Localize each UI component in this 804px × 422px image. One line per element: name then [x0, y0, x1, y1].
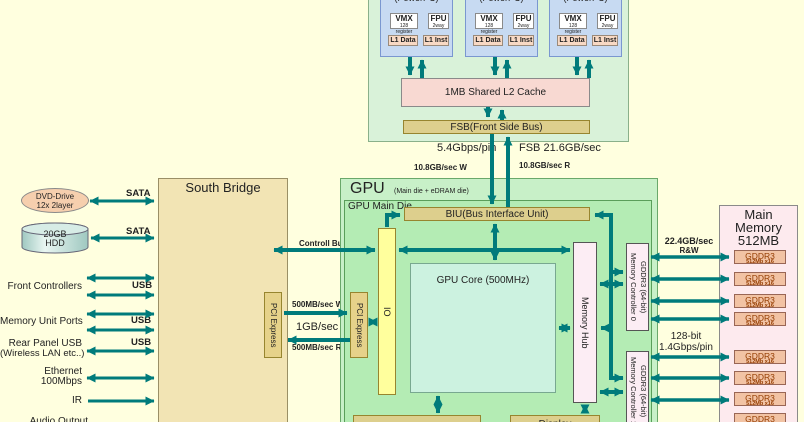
mc0-label-1: Memory Controller 0 [629, 253, 638, 321]
vmx-label: VMX [564, 14, 582, 23]
sata-label-dvd: SATA [126, 188, 151, 199]
memory-width-label: 128-bit [670, 331, 702, 342]
vmx-label: VMX [395, 14, 413, 23]
vmx-sub-label: 128 register [395, 23, 413, 35]
l1-data-cache: L1 Data [557, 35, 587, 46]
main-memory-title-1: Main [744, 207, 773, 222]
sata-label-hdd: SATA [126, 226, 151, 237]
mc0-label-2: GDDR3 (64-bit) [639, 260, 648, 314]
memory-pin-label: 1.4Gbps/pin [659, 342, 713, 353]
fsb-write-label: 10.8GB/sec W [414, 163, 467, 172]
mc1-label-2: GDDR3 (64-bit) [639, 364, 648, 418]
rear-panel-usb-label: Rear Panel USB [8, 338, 82, 349]
vmx-sub-label: 128 register [564, 23, 582, 35]
core-powerpc-label: (PowerPC) [465, 0, 538, 3]
control-bus-label: Controll Bus [299, 239, 347, 248]
main-memory-title-3: 512MB [737, 233, 780, 248]
usb-label-rear: USB [131, 337, 152, 348]
pci-read-label: 500MB/sec R [292, 343, 342, 352]
fpu-unit: FPU 2way [513, 13, 534, 29]
vmx-unit: VMX 128 register [559, 13, 587, 35]
gpu-subtitle: (Main die + eDRAM die) [394, 188, 469, 195]
l1-inst-cache: L1 Inst [423, 35, 449, 46]
gpu-main-die-label: GPU Main Die [348, 201, 412, 212]
vmx-label: VMX [480, 14, 498, 23]
l1-data-cache: L1 Data [473, 35, 503, 46]
main-memory-title-2: Memory [735, 220, 782, 235]
fpu-unit: FPU 2way [597, 13, 618, 29]
biu-box: BIU(Bus Interface Unit) [404, 207, 590, 221]
fpu-unit: FPU 2way [428, 13, 449, 29]
fsb-total-label: FSB 21.6GB/sec [519, 142, 601, 154]
ir-label: IR [72, 395, 82, 406]
mc1-label-1: Memory Controller 1 [629, 357, 638, 422]
display-box: Display [510, 415, 600, 422]
gpu-core-box: GPU Core (500MHz) [410, 263, 556, 393]
l2-cache-box: 1MB Shared L2 Cache [401, 78, 590, 107]
rear-panel-usb-sub-label: (Wireless LAN etc..) [0, 348, 85, 359]
audio-output-label: Audio Output [29, 416, 88, 422]
pci-rate-label: 1GB/sec [296, 321, 339, 333]
fpu-label: FPU [599, 14, 616, 23]
memory-bw-rw-label: R&W [679, 246, 699, 255]
core-powerpc-label: (PowerPC) [380, 0, 453, 3]
vmx-unit: VMX 128 register [475, 13, 503, 35]
pci-express-southbridge: PCI Express [264, 292, 282, 358]
fsb-read-label: 10.8GB/sec R [519, 161, 571, 170]
fsb-box: FSB(Front Side Bus) [403, 120, 590, 134]
memory-unit-ports-label: Memory Unit Ports [0, 316, 83, 327]
fsb-rate-label: 5.4Gbps/pin [437, 142, 497, 154]
memory-bw-label: 22.4GB/sec [664, 236, 714, 246]
memory-hub-box: Memory Hub [573, 242, 597, 403]
vmx-sub-label: 128 register [480, 23, 498, 35]
memory-controller-0-box: Memory Controller 0 GDDR3 (64-bit) [626, 243, 649, 331]
dvd-label-1: DVD-Drive [35, 192, 75, 201]
front-controllers-label: Front Controllers [7, 281, 82, 292]
fpu-label: FPU [430, 14, 447, 23]
output-box [353, 415, 481, 422]
fpu-sub-label: 2way [517, 23, 530, 29]
memory-controller-1-box: Memory Controller 1 GDDR3 (64-bit) [626, 351, 649, 422]
fpu-sub-label: 2way [432, 23, 445, 29]
ethernet-speed-label: 100Mbps [40, 376, 82, 387]
io-bar: IO [378, 228, 396, 395]
fpu-sub-label: 2way [601, 23, 614, 29]
vmx-unit: VMX 128 register [390, 13, 418, 35]
dvd-drive: DVD-Drive 12x 2layer [21, 188, 89, 213]
south-bridge-title: South Bridge [185, 180, 261, 195]
hdd-label-2: HDD [45, 238, 65, 248]
usb-label-front: USB [132, 280, 153, 291]
hdd-label-1: 20GB [43, 229, 67, 239]
gpu-title: GPU [350, 180, 385, 197]
l1-inst-cache: L1 Inst [508, 35, 534, 46]
fpu-label: FPU [515, 14, 532, 23]
dvd-label-2: 12x 2layer [36, 201, 74, 210]
pci-write-label: 500MB/sec W [292, 300, 344, 309]
core-powerpc-label: (PowerPC) [549, 0, 622, 3]
pci-express-gpu: PCI Express [350, 292, 368, 358]
ethernet-label: Ethernet [44, 366, 82, 377]
l1-inst-cache: L1 Inst [592, 35, 618, 46]
l1-data-cache: L1 Data [388, 35, 418, 46]
usb-label-memory-unit: USB [131, 315, 152, 326]
